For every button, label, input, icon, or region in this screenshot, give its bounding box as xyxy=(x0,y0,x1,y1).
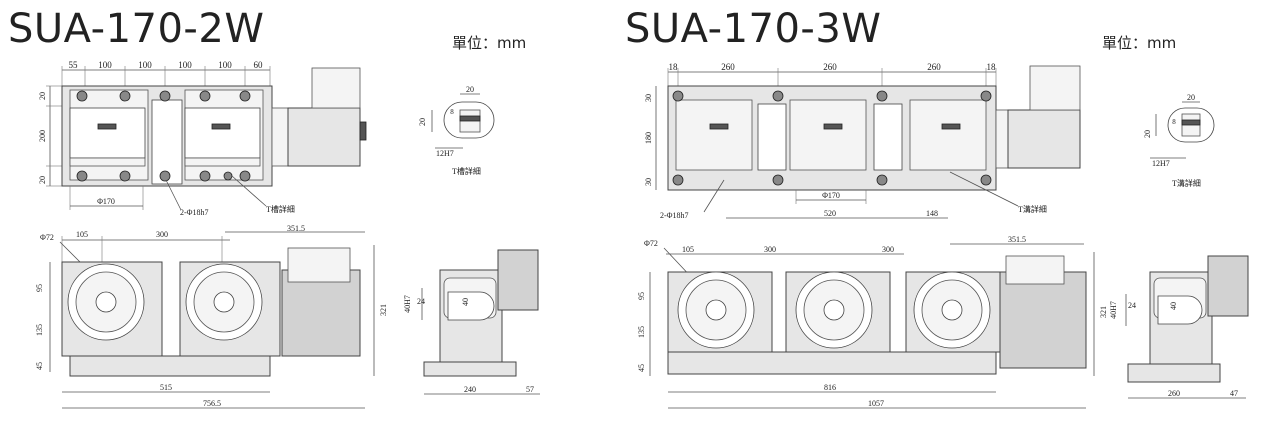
svg-text:45: 45 xyxy=(35,362,44,370)
svg-text:40: 40 xyxy=(1169,302,1178,310)
svg-text:30: 30 xyxy=(644,94,653,102)
svg-text:300: 300 xyxy=(764,245,776,254)
dim-top-3: 100 xyxy=(178,60,192,70)
dim-top-5: 60 xyxy=(254,60,264,70)
svg-text:180: 180 xyxy=(644,132,653,144)
side-view: 40H7 24 40 260 47 xyxy=(1109,255,1249,399)
panel-sua-170-2w: SUA-170-2W 單位：mm 55 100 100 100 100 60 xyxy=(0,0,620,423)
dim-top-1: 100 xyxy=(98,60,112,70)
svg-text:135: 135 xyxy=(35,324,44,336)
svg-text:351.5: 351.5 xyxy=(287,224,305,233)
tslot-detail: 20 8 20 12H7 T槽詳細 xyxy=(418,85,495,176)
svg-text:515: 515 xyxy=(160,383,172,392)
svg-text:2-Φ18h7: 2-Φ18h7 xyxy=(660,211,689,220)
svg-text:47: 47 xyxy=(1230,389,1238,398)
dim-top-0: 55 xyxy=(69,60,79,70)
dim-top-4: 18 xyxy=(987,62,997,72)
dim-top-4: 100 xyxy=(218,60,232,70)
side-view: 40H7 24 40 240 57 xyxy=(403,249,540,395)
bore-label: Φ170 xyxy=(97,197,115,206)
svg-text:45: 45 xyxy=(637,364,646,372)
svg-text:240: 240 xyxy=(464,385,476,394)
svg-text:T溝詳細: T溝詳細 xyxy=(1018,204,1047,214)
svg-text:260: 260 xyxy=(1168,389,1180,398)
dim-top-1: 260 xyxy=(721,62,735,72)
drawing-sua-170-3w: 18 260 260 260 18 30 180 30 xyxy=(637,62,1249,409)
holes-label: 2-Φ18h7 xyxy=(180,208,209,217)
svg-text:148: 148 xyxy=(926,209,938,218)
svg-text:105: 105 xyxy=(76,230,88,239)
units-label: 單位：mm xyxy=(452,34,527,52)
svg-text:Φ72: Φ72 xyxy=(40,233,54,242)
front-view: 105 300 300 351.5 Φ72 95 135 4 xyxy=(637,235,1108,409)
svg-text:Φ170: Φ170 xyxy=(822,191,840,200)
svg-text:105: 105 xyxy=(682,245,694,254)
svg-text:321: 321 xyxy=(379,304,388,316)
svg-text:20: 20 xyxy=(1187,93,1195,102)
svg-text:12H7: 12H7 xyxy=(1152,159,1170,168)
units-label: 單位：mm xyxy=(1102,34,1177,52)
svg-text:816: 816 xyxy=(824,383,836,392)
panel-sua-170-3w: SUA-170-3W 單位：mm 18 260 260 260 18 30 18… xyxy=(620,0,1275,423)
dim-left-1: 200 xyxy=(38,130,47,142)
dim-top-0: 18 xyxy=(669,62,679,72)
top-view: 55 100 100 100 100 60 20 200 20 xyxy=(38,60,367,217)
dim-left-0: 20 xyxy=(38,92,47,100)
svg-text:24: 24 xyxy=(1128,301,1136,310)
model-title: SUA-170-3W xyxy=(625,6,882,52)
svg-text:20: 20 xyxy=(418,118,427,126)
svg-text:8: 8 xyxy=(1172,118,1176,126)
svg-text:1057: 1057 xyxy=(868,399,884,408)
svg-text:57: 57 xyxy=(526,385,534,394)
svg-text:20: 20 xyxy=(1143,130,1152,138)
tslot-detail-caption: T槽詳細 xyxy=(452,166,481,176)
svg-text:40H7: 40H7 xyxy=(1109,301,1118,319)
tslot-callout: T槽詳細 xyxy=(266,204,295,214)
svg-text:351.5: 351.5 xyxy=(1008,235,1026,244)
top-view: 18 260 260 260 18 30 180 30 xyxy=(644,62,1081,220)
model-title: SUA-170-2W xyxy=(8,6,265,52)
svg-text:24: 24 xyxy=(417,297,425,306)
svg-text:756.5: 756.5 xyxy=(203,399,221,408)
svg-text:300: 300 xyxy=(882,245,894,254)
svg-text:40H7: 40H7 xyxy=(403,295,412,313)
tslot-detail: 20 8 20 12H7 T溝詳細 xyxy=(1143,93,1215,188)
svg-text:321: 321 xyxy=(1099,306,1108,318)
tslot-detail-caption: T溝詳細 xyxy=(1172,178,1201,188)
front-view: 105 300 351.5 Φ72 95 135 45 321 515 xyxy=(35,224,388,409)
svg-text:95: 95 xyxy=(35,284,44,292)
dim-top-2: 260 xyxy=(823,62,837,72)
dim-top-3: 260 xyxy=(927,62,941,72)
svg-text:30: 30 xyxy=(644,178,653,186)
dim-left-2: 20 xyxy=(38,176,47,184)
svg-text:Φ72: Φ72 xyxy=(644,239,658,248)
dim-top-2: 100 xyxy=(138,60,152,70)
svg-text:40: 40 xyxy=(461,298,470,306)
svg-text:300: 300 xyxy=(156,230,168,239)
svg-text:135: 135 xyxy=(637,326,646,338)
svg-text:20: 20 xyxy=(466,85,474,94)
svg-text:520: 520 xyxy=(824,209,836,218)
drawing-sua-170-2w: 55 100 100 100 100 60 20 200 20 xyxy=(35,60,540,409)
svg-text:95: 95 xyxy=(637,292,646,300)
svg-text:12H7: 12H7 xyxy=(436,149,454,158)
svg-text:8: 8 xyxy=(450,108,454,116)
